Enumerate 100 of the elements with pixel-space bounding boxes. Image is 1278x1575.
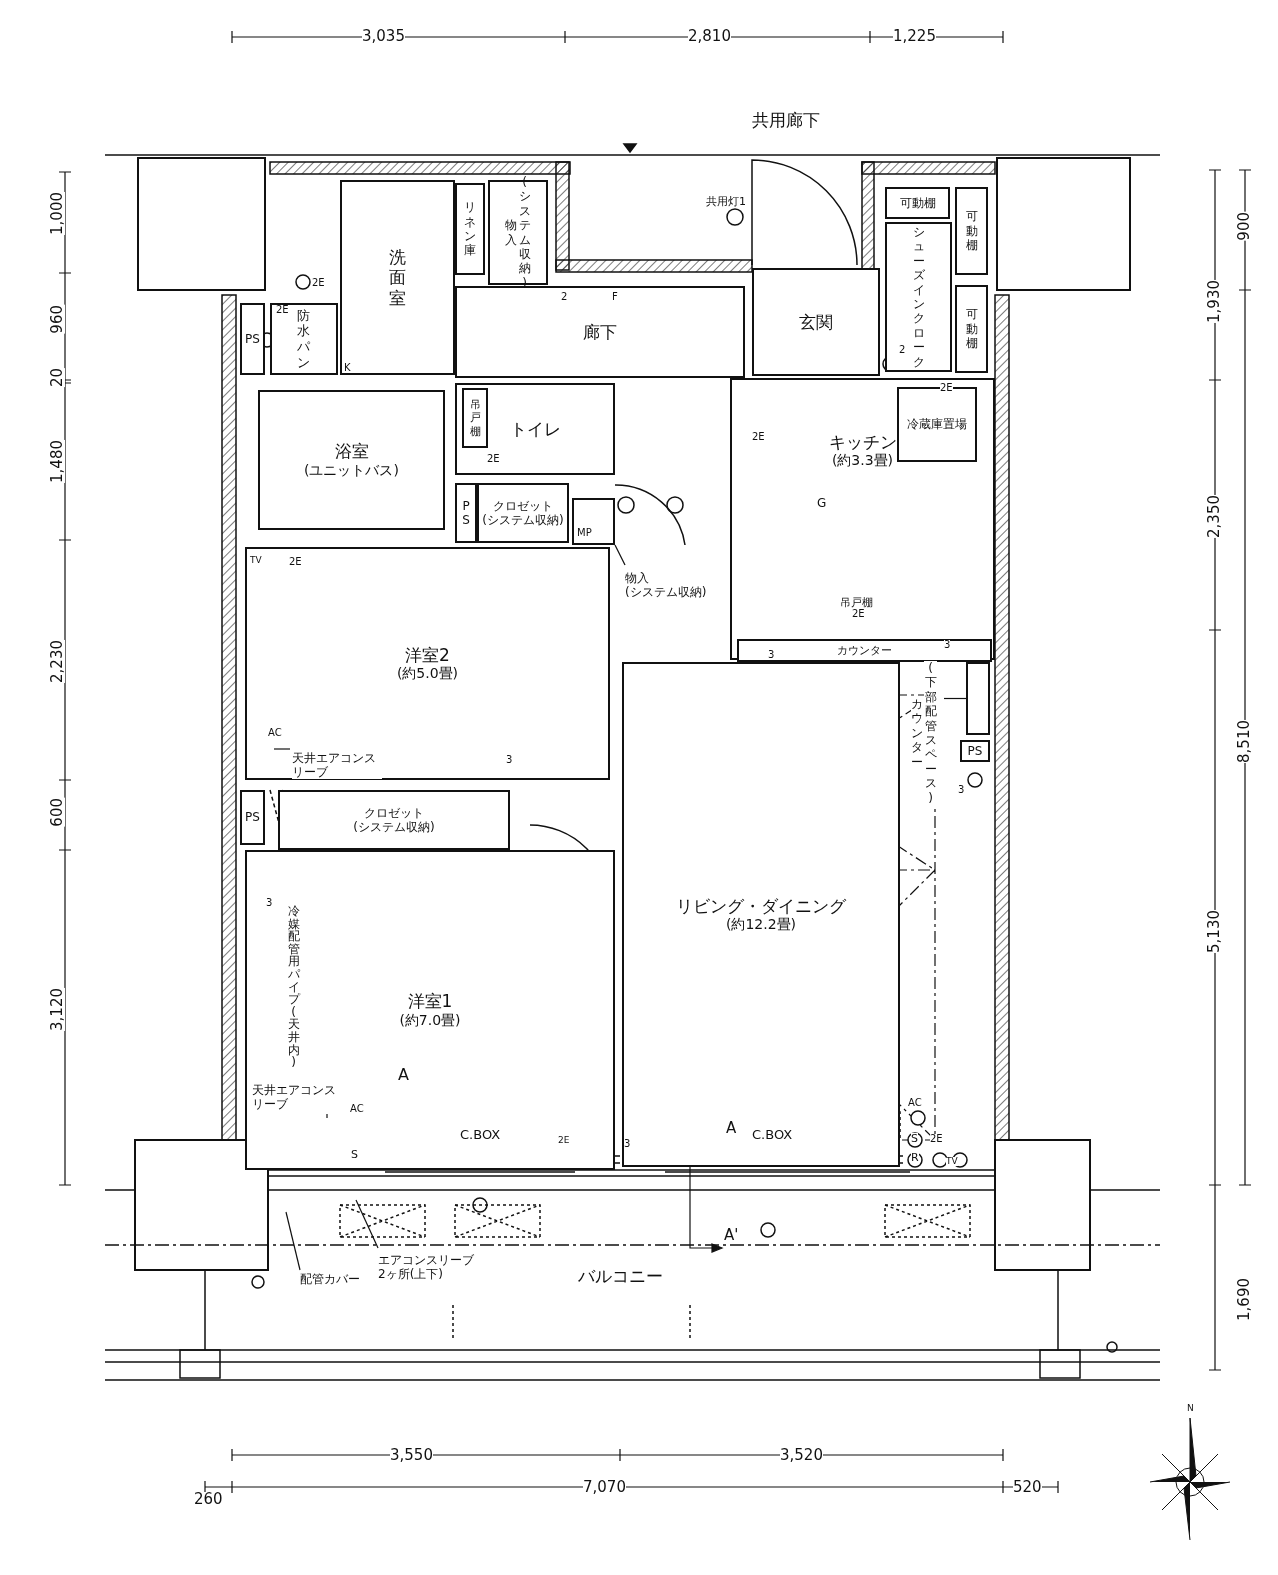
symbol-label: 2E bbox=[930, 1134, 943, 1144]
room-name: 洋室2 bbox=[405, 644, 450, 666]
dimension-label: 960 bbox=[50, 305, 65, 334]
room-name: 吊戸棚 bbox=[468, 398, 482, 438]
room-name: 洋室1 bbox=[407, 991, 453, 1012]
symbol-label: 2E bbox=[940, 383, 953, 393]
symbol-label: G bbox=[817, 497, 827, 509]
room-name: 洗面室 bbox=[388, 246, 407, 309]
dimension-label: 20 bbox=[50, 368, 65, 388]
symbol-label: 2E bbox=[276, 305, 289, 315]
dimension-label: 3,520 bbox=[780, 1448, 823, 1463]
symbol-label: TV bbox=[250, 556, 262, 565]
dimension-label: 1,225 bbox=[893, 29, 936, 44]
symbol-label: 2E bbox=[312, 278, 325, 288]
symbol-label: 3 bbox=[944, 640, 951, 650]
room-name: 可動棚 bbox=[899, 195, 936, 211]
room-name: 物入 bbox=[504, 218, 518, 247]
room-name: 廊下 bbox=[583, 321, 617, 343]
section-label: A' bbox=[724, 1228, 739, 1243]
room-outline bbox=[885, 222, 952, 372]
room-outline bbox=[455, 483, 477, 543]
symbol-label: K bbox=[344, 363, 351, 373]
room-name: PS bbox=[461, 498, 471, 528]
callout-text: 配管カバー bbox=[300, 1271, 360, 1287]
symbol-label: F bbox=[612, 292, 618, 302]
room-outline bbox=[737, 639, 992, 662]
symbol-label: 2E bbox=[852, 609, 865, 619]
symbol-label: 3 bbox=[624, 1139, 631, 1149]
room-name: PS bbox=[245, 810, 260, 825]
room-outline bbox=[455, 383, 615, 475]
symbol-label: 2E bbox=[752, 432, 765, 442]
dimension-label: 2,350 bbox=[1207, 495, 1222, 538]
dimension-label: 1,480 bbox=[50, 440, 65, 483]
leader-line bbox=[273, 748, 291, 750]
callout-text: エアコンスリーブ2ヶ所(上下) bbox=[378, 1252, 478, 1282]
dimension-label: 5,130 bbox=[1207, 910, 1222, 953]
symbol-label: 3 bbox=[958, 785, 965, 795]
dimension-label: 260 bbox=[194, 1492, 223, 1507]
section-label: A bbox=[398, 1067, 409, 1083]
room-note: (約12.2畳) bbox=[725, 916, 797, 934]
callout-text: (下部配管スペース) bbox=[924, 661, 938, 805]
room-note: (システム収納) bbox=[353, 820, 435, 835]
room-name: クロゼット bbox=[493, 498, 553, 513]
dimension-label: 2,230 bbox=[50, 640, 65, 683]
leader-line bbox=[355, 1199, 379, 1249]
room-outline bbox=[455, 286, 745, 378]
dimension-label: 1,690 bbox=[1237, 1278, 1252, 1321]
symbol-label: R bbox=[911, 1152, 919, 1163]
room-note: (システム収納) bbox=[482, 513, 564, 528]
room-note: (約5.0畳) bbox=[396, 665, 459, 683]
room-outline bbox=[240, 303, 265, 375]
leader-line bbox=[614, 544, 626, 566]
dimension-label: 7,070 bbox=[583, 1480, 626, 1495]
room-outline bbox=[245, 547, 610, 780]
symbol-label: C.BOX bbox=[752, 1128, 793, 1141]
dimension-label: 3,550 bbox=[390, 1448, 433, 1463]
room-name: クロゼット bbox=[364, 805, 424, 820]
symbol-label: AC bbox=[268, 728, 282, 738]
room-outline bbox=[240, 790, 265, 845]
dimension-label: 3,120 bbox=[50, 988, 65, 1031]
symbol-label: 3 bbox=[768, 650, 775, 660]
room-outline bbox=[477, 483, 569, 543]
room-outline bbox=[258, 390, 445, 530]
section-label: A bbox=[726, 1121, 737, 1136]
room-outline bbox=[340, 180, 455, 375]
leader-line bbox=[943, 697, 967, 700]
room-outline bbox=[955, 187, 988, 275]
callout-text: 冷媒配管用パイプ(天井内) bbox=[287, 905, 301, 1069]
room-outline bbox=[622, 662, 900, 1167]
room-name: カウンター bbox=[837, 643, 892, 658]
symbol-label: 2 bbox=[899, 345, 906, 355]
room-name: リネン庫 bbox=[463, 200, 477, 258]
dimension-label: 1,930 bbox=[1207, 280, 1222, 323]
storage-box bbox=[966, 662, 990, 735]
storage-box bbox=[572, 498, 615, 545]
symbol-label: S bbox=[911, 1133, 918, 1144]
area-label: バルコニー bbox=[578, 1268, 663, 1285]
symbol-label: 3 bbox=[506, 755, 513, 765]
room-name: 冷蔵庫置場 bbox=[907, 417, 967, 432]
room-outline bbox=[462, 388, 488, 448]
room-outline bbox=[730, 378, 995, 660]
room-name: キッチン bbox=[828, 432, 897, 453]
room-outline bbox=[270, 303, 338, 375]
symbol-label: 3 bbox=[266, 898, 273, 908]
room-outline bbox=[955, 285, 988, 373]
room-name: リビング・ダイニング bbox=[676, 895, 846, 917]
callout-text: 物入 bbox=[625, 570, 649, 585]
room-note: (約7.0畳) bbox=[399, 1011, 461, 1029]
dimension-label: 600 bbox=[50, 798, 65, 827]
room-name: シューズインクローク bbox=[911, 225, 926, 369]
symbol-label: 吊戸棚 bbox=[840, 597, 873, 608]
symbol-label: 2E bbox=[558, 1136, 570, 1145]
room-outline bbox=[885, 187, 950, 219]
room-name: 可動棚 bbox=[964, 307, 979, 351]
dimension-label: 520 bbox=[1013, 1480, 1042, 1495]
dimension-label: 2,810 bbox=[688, 29, 731, 44]
dimension-label: 8,510 bbox=[1237, 720, 1252, 763]
dimension-label: 900 bbox=[1237, 212, 1252, 241]
symbol-label: 2E bbox=[487, 454, 500, 464]
room-name: 防水パン bbox=[296, 307, 312, 371]
